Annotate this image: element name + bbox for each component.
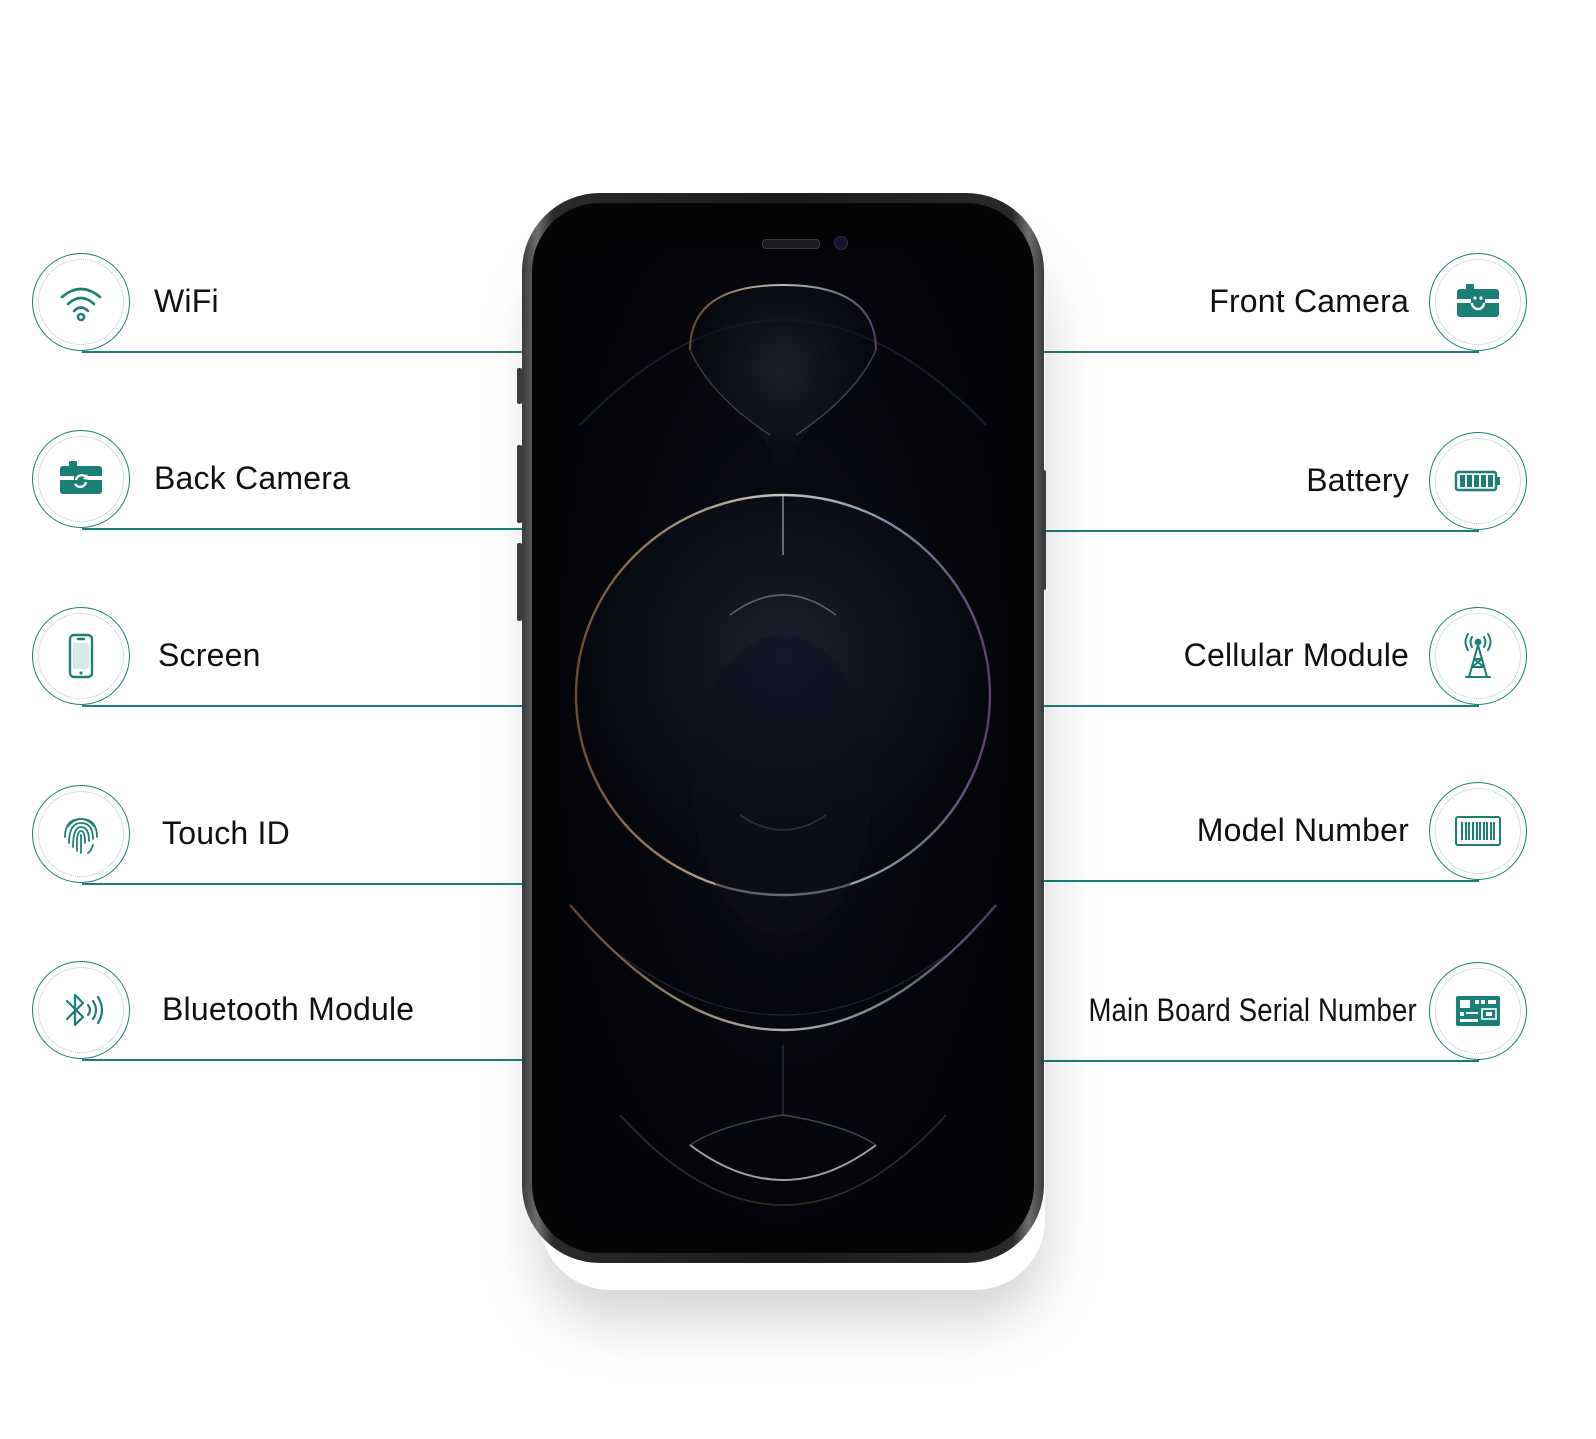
barcode-icon — [1429, 782, 1527, 880]
feature-label: Screen — [158, 637, 261, 673]
feature-label: Touch ID — [162, 815, 290, 851]
front-camera-lens — [834, 236, 848, 250]
feature-label: Back Camera — [154, 460, 351, 496]
feature-label: Battery — [1306, 462, 1409, 498]
wifi-icon — [32, 253, 130, 351]
feature-label: Model Number — [1196, 812, 1409, 848]
feature-model-number: Model Number — [1043, 782, 1527, 882]
feature-label: Main Board Serial Number — [1088, 992, 1417, 1028]
connector-line — [82, 883, 522, 885]
volume-up-button — [517, 445, 522, 523]
feature-cellular: Cellular Module — [1043, 607, 1527, 707]
connector-line — [1043, 1060, 1479, 1062]
fingerprint-icon — [32, 785, 130, 883]
connector-line — [1043, 530, 1479, 532]
feature-back-camera: Back Camera — [32, 430, 522, 530]
feature-label: WiFi — [154, 283, 219, 319]
cell-tower-icon — [1429, 607, 1527, 705]
connector-line — [82, 351, 522, 353]
front-camera-icon — [1429, 253, 1527, 351]
feature-bluetooth: Bluetooth Module — [32, 961, 522, 1061]
connector-line — [82, 705, 522, 707]
bluetooth-icon — [32, 961, 130, 1059]
wallpaper-graphic — [569, 283, 997, 1206]
feature-wifi: WiFi — [32, 253, 522, 353]
mute-switch — [517, 368, 522, 404]
feature-label: Bluetooth Module — [162, 991, 415, 1027]
feature-front-camera: Front Camera — [1043, 253, 1527, 353]
connector-line — [82, 528, 522, 530]
phone-device — [522, 193, 1044, 1263]
connector-line — [1043, 351, 1479, 353]
feature-main-board-serial: Main Board Serial Number — [1043, 962, 1527, 1062]
circuit-board-icon — [1429, 962, 1527, 1060]
feature-label: Front Camera — [1209, 283, 1409, 319]
smartphone-icon — [32, 607, 130, 705]
volume-down-button — [517, 543, 522, 621]
connector-line — [1043, 880, 1479, 882]
connector-line — [82, 1059, 522, 1061]
phone-screen — [560, 255, 1006, 1227]
earpiece-speaker — [762, 239, 820, 249]
back-camera-icon — [32, 430, 130, 528]
feature-label: Cellular Module — [1183, 637, 1409, 673]
feature-touch-id: Touch ID — [32, 785, 522, 885]
connector-line — [1043, 705, 1479, 707]
phone-bezel — [532, 203, 1034, 1253]
feature-battery: Battery — [1043, 432, 1527, 532]
battery-icon — [1429, 432, 1527, 530]
feature-screen: Screen — [32, 607, 522, 707]
